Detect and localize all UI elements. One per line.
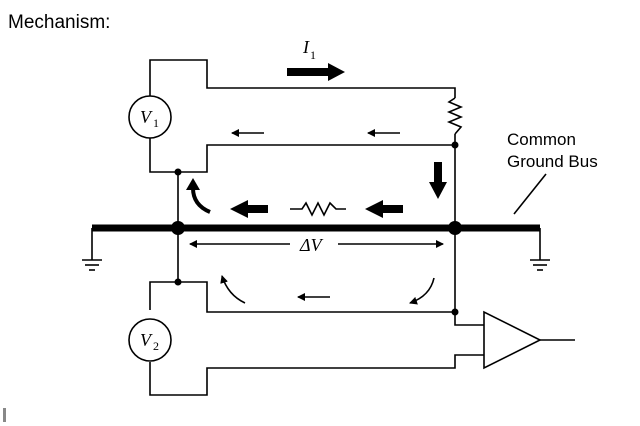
current-i1-arrow-icon: [287, 63, 345, 81]
svg-text:Ground Bus: Ground Bus: [507, 152, 598, 171]
meter-v2-subscript: 2: [153, 339, 159, 353]
meter-v2: V 2: [128, 318, 172, 362]
meter-v1: V 1: [128, 95, 172, 139]
bottom-loop-wires: [149, 228, 575, 396]
amplifier-icon: [483, 310, 542, 370]
svg-text:Common: Common: [507, 130, 576, 149]
current-i1-label: I: [302, 37, 310, 57]
curved-up-arrow-icon: [191, 187, 211, 214]
delta-v-label: ΔV: [299, 235, 324, 255]
delta-v-dimension: ΔV: [189, 235, 444, 255]
meter-v2-label: V: [140, 330, 153, 350]
right-ground-icon: [530, 228, 550, 271]
current-i1: I 1: [287, 37, 345, 81]
bottom-return-arrows: [220, 275, 435, 305]
common-ground-bus-label: Common Ground Bus: [507, 130, 598, 215]
bus-resistance-icon: [290, 201, 346, 217]
loop-resistor-icon: [446, 97, 464, 135]
bus-current-arrows: [186, 162, 447, 218]
current-i1-subscript: 1: [310, 48, 316, 62]
down-arrow-icon: [429, 162, 447, 199]
left-ground-icon: [82, 228, 102, 271]
junction-nodes: [171, 141, 462, 316]
top-loop-wires: [149, 59, 456, 228]
meter-v1-subscript: 1: [153, 116, 159, 130]
heading: Mechanism:: [8, 12, 111, 33]
corner-mark: [3, 408, 6, 422]
meter-v1-label: V: [140, 107, 153, 127]
